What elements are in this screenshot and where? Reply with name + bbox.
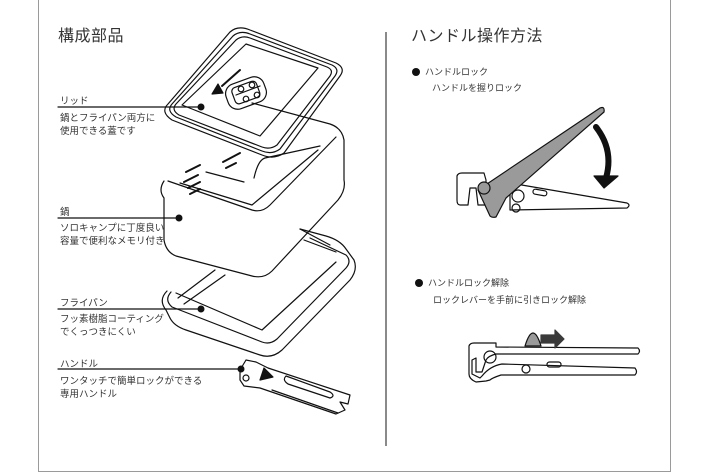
step-unlock-desc: ロックレバーを手前に引きロック解除: [433, 296, 587, 306]
lock-illustration: [456, 106, 630, 218]
part-label-handle: ハンドル: [60, 359, 99, 370]
part-label-lid: リッド: [60, 96, 89, 107]
unlock-illustration: [468, 329, 641, 383]
marker-frypan: [197, 305, 205, 313]
components-title: 構成部品: [58, 26, 125, 45]
marker-lid: [197, 103, 205, 111]
step-lock-desc: ハンドルを握りロック: [432, 84, 523, 94]
marker-pot: [175, 214, 183, 222]
frypan-illustration: [161, 228, 356, 357]
lid-illustration: [164, 27, 343, 158]
part-label-pot: 鍋: [60, 207, 70, 218]
part-desc-handle: ワンタッチで簡単ロックができる 専用ハンドル: [60, 376, 203, 400]
marker-handle: [237, 365, 245, 373]
step-unlock-heading-text: ハンドルロック解除: [428, 279, 510, 289]
part-desc-pot: ソロキャンプに丁度良い 容量で便利なメモリ付き: [60, 223, 165, 247]
diagram-frame: [38, 0, 671, 472]
step-lock-heading-text: ハンドルロック: [425, 68, 489, 78]
step-lock-heading: ハンドルロック: [412, 65, 488, 78]
handle-operation-title: ハンドル操作方法: [411, 26, 544, 45]
part-desc-lid: 鍋とフライパン両方に 使用できる蓋です: [60, 113, 156, 137]
step-unlock-heading: ハンドルロック解除: [415, 276, 509, 289]
part-label-frypan: フライパン: [60, 298, 108, 309]
handle-illustration: [239, 359, 351, 415]
bullet-icon: [415, 278, 423, 287]
part-desc-frypan: フッ素樹脂コーティング でくっつきにくい: [60, 314, 164, 338]
pot-illustration: [160, 102, 345, 278]
bullet-icon: [412, 67, 420, 76]
panel-divider: [385, 32, 387, 446]
